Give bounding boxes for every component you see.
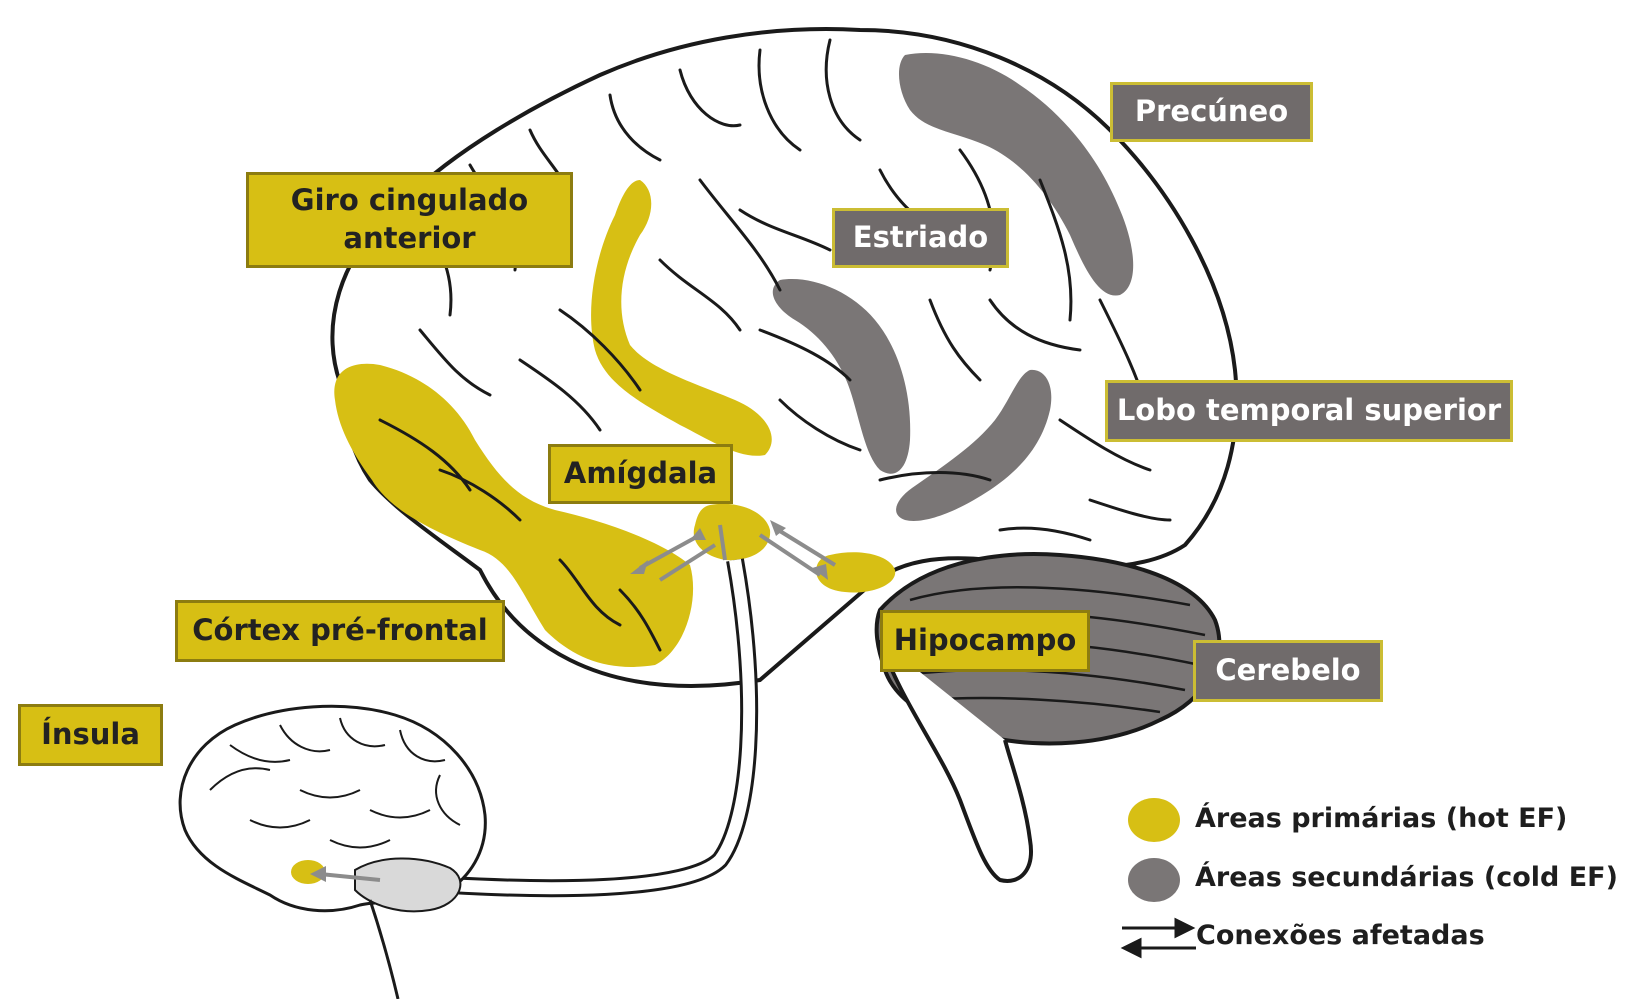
label-anterior-cingulate: Giro cingulado anterior (246, 172, 573, 268)
label-hippocampus: Hipocampo (880, 610, 1090, 672)
legend-connections-icon (1122, 920, 1196, 956)
label-amygdala: Amígdala (548, 444, 733, 504)
label-cerebellum: Cerebelo (1193, 640, 1383, 702)
legend-secondary-swatch (1128, 858, 1180, 902)
legend-primary-swatch (1128, 798, 1180, 842)
hippocampus-area (816, 552, 895, 592)
legend-secondary-label: Áreas secundárias (cold EF) (1195, 862, 1618, 893)
label-striatum: Estriado (832, 208, 1009, 268)
label-prefrontal-cortex: Córtex pré-frontal (175, 600, 505, 662)
label-insula: Ínsula (18, 704, 163, 766)
label-superior-temporal-lobe: Lobo temporal superior (1105, 380, 1513, 442)
label-precuneus: Precúneo (1110, 82, 1313, 142)
legend-primary-label: Áreas primárias (hot EF) (1195, 803, 1567, 834)
legend-connections-label: Conexões afetadas (1196, 920, 1485, 951)
small-brainstem (370, 900, 398, 999)
